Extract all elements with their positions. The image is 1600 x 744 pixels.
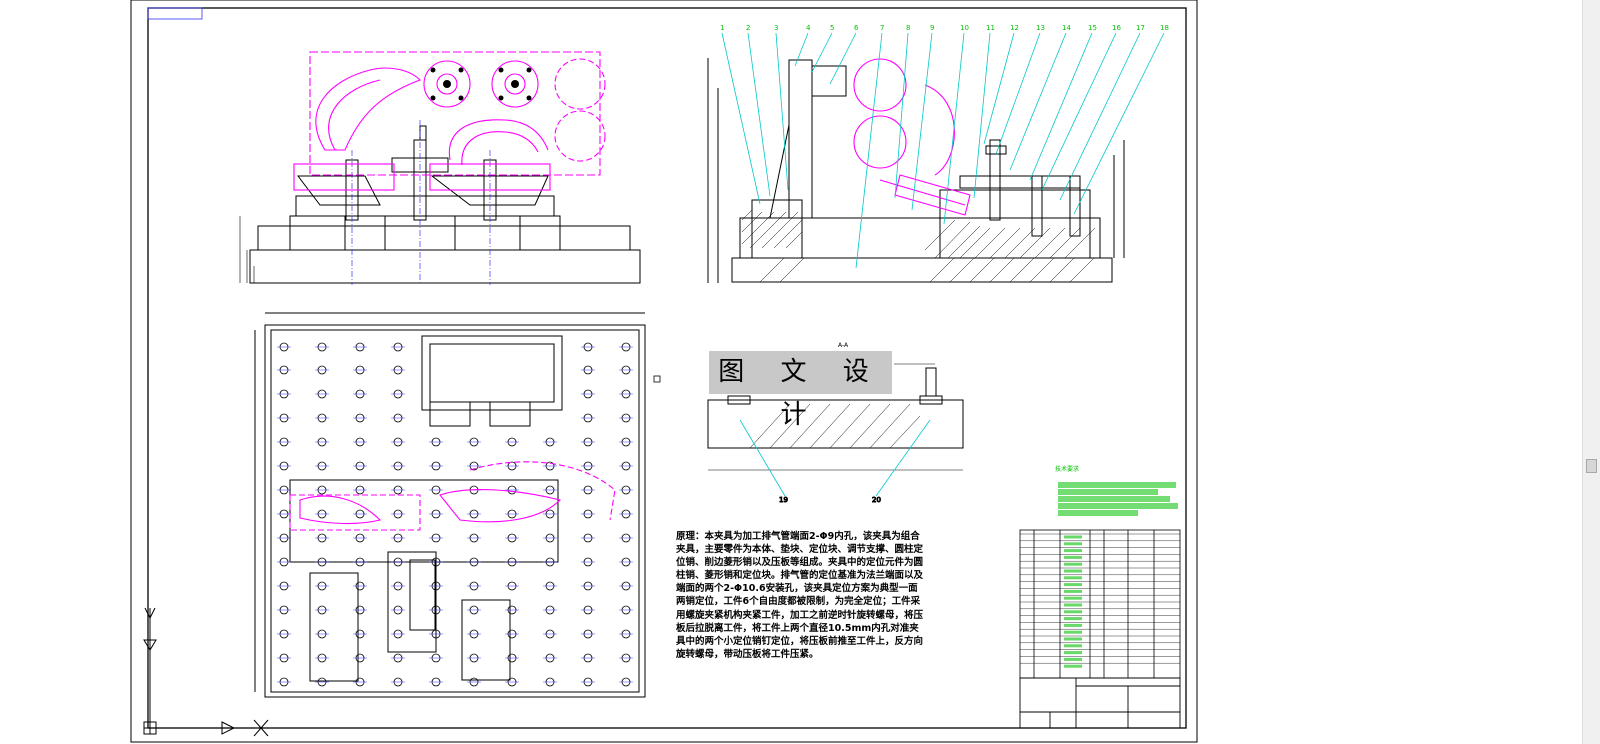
title-block <box>1019 677 1181 729</box>
requirement-line <box>1058 482 1176 488</box>
bom-row-entry <box>1064 610 1082 614</box>
leader-label: 14 <box>1062 24 1071 32</box>
leader-label: 5 <box>830 24 834 32</box>
leader-label: 9 <box>930 24 934 32</box>
selection-marker <box>653 375 661 383</box>
bom-row-entry <box>1064 549 1082 553</box>
leader-label: 7 <box>880 24 884 32</box>
side-view <box>707 58 1125 283</box>
front-view-workpiece <box>293 51 606 191</box>
section-leader-label: 20 <box>872 496 881 504</box>
leader-label: 17 <box>1136 24 1145 32</box>
bom-row-entry <box>1064 589 1082 593</box>
watermark-banner: 图 文 设 计 <box>709 351 892 430</box>
leader-label: 16 <box>1112 24 1121 32</box>
leader-label: 13 <box>1036 24 1045 32</box>
side-view-leaders <box>721 32 1165 269</box>
requirement-line <box>1058 496 1170 502</box>
leader-label: 8 <box>906 24 910 32</box>
sheet-inner-border <box>147 7 1187 729</box>
bom-row-entry <box>1064 583 1082 587</box>
section-a-a: A-A 19 20 <box>707 342 964 505</box>
ucs-axis-icon <box>143 607 269 737</box>
bom-row-entry <box>1064 630 1082 634</box>
section-a-a-label: A-A <box>838 342 849 349</box>
leader-label: 12 <box>1010 24 1019 32</box>
sheet-outer-border <box>130 0 1198 743</box>
technical-requirements-lines <box>1058 482 1178 517</box>
bom-row-entry <box>1064 657 1082 661</box>
bom-row-entry <box>1064 562 1082 566</box>
bom-row-entry <box>1064 617 1082 621</box>
technical-requirements-title: 技术要求 <box>1055 466 1080 473</box>
plan-view-hole-grid <box>277 342 633 687</box>
front-view <box>239 120 641 285</box>
bom-row-entry <box>1064 535 1082 539</box>
vertical-scrollbar[interactable] <box>1582 0 1600 744</box>
leader-label: 11 <box>986 24 995 32</box>
front-view-flange-details <box>430 67 532 101</box>
bom-row-entry <box>1064 651 1082 655</box>
leader-label: 15 <box>1088 24 1097 32</box>
leader-label: 4 <box>806 24 811 32</box>
bom-row-entry <box>1064 596 1082 600</box>
section-leader-label: 19 <box>779 496 788 504</box>
leader-label: 10 <box>960 24 969 32</box>
side-view-workpiece <box>853 58 971 216</box>
scrollbar-thumb[interactable] <box>1586 459 1597 473</box>
leader-label: 2 <box>746 24 750 32</box>
leader-label: 6 <box>854 24 859 32</box>
bom-row-entry <box>1064 664 1082 668</box>
requirement-line <box>1058 503 1178 509</box>
bom-row-entry <box>1064 542 1082 546</box>
bom-row-entry <box>1064 603 1082 607</box>
leader-label: 3 <box>774 24 778 32</box>
bom-row-entry <box>1064 555 1082 559</box>
bom-row-entry <box>1064 644 1082 648</box>
requirement-line <box>1058 489 1158 495</box>
leader-number-labels: 1 2 3 4 5 6 7 8 9 10 11 12 13 14 15 16 1… <box>720 24 1169 32</box>
bom-row-entry <box>1064 569 1082 573</box>
plan-view-workpiece <box>289 461 616 531</box>
sheet-corner-box <box>147 7 203 20</box>
bom-row-entry <box>1064 576 1082 580</box>
side-view-hatching <box>741 209 1096 283</box>
bill-of-materials-rows <box>1020 533 1180 668</box>
bom-row-entry <box>1064 637 1082 641</box>
bill-of-materials <box>1019 529 1181 679</box>
requirement-line <box>1058 510 1138 516</box>
bom-row-entry <box>1064 623 1082 627</box>
working-principle-notes: 原理：本夹具为加工排气管端面2-Φ9内孔，该夹具为组合夹具，主要零件为本体、垫块… <box>676 531 924 660</box>
plan-view <box>254 312 646 698</box>
leader-label: 18 <box>1160 24 1169 32</box>
leader-label: 1 <box>720 24 724 32</box>
